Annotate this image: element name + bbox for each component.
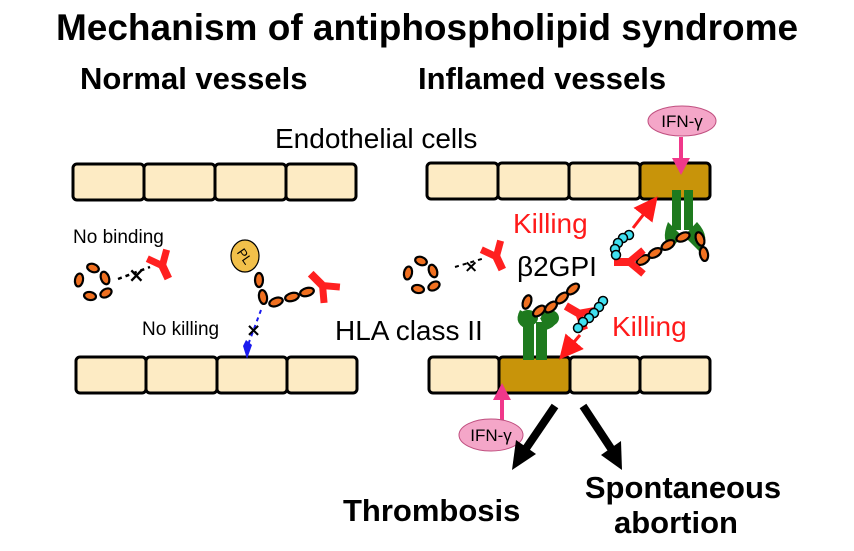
endothelial-cell bbox=[496, 161, 571, 201]
normal-bottom-vessel-wall bbox=[74, 355, 359, 395]
b2gpi-domain bbox=[257, 288, 269, 306]
no-killing-label: No killing bbox=[142, 319, 219, 340]
endothelial-cell bbox=[142, 162, 217, 202]
b2gpi-domain bbox=[86, 262, 100, 274]
blocked-killing-arrowhead bbox=[243, 340, 252, 359]
blocked-killing-line bbox=[247, 309, 262, 346]
endothelial-cell bbox=[567, 161, 642, 201]
b2gpi-domain bbox=[253, 271, 265, 289]
activated-endothelial-cell bbox=[497, 355, 572, 395]
phospholipid-bound-b2gpi: PL bbox=[230, 239, 315, 308]
circular-b2gpi-normal bbox=[73, 262, 113, 302]
antibody-normal-free bbox=[145, 248, 172, 281]
endothelial-cell bbox=[638, 355, 712, 395]
endothelial-cell bbox=[427, 355, 501, 395]
killing-arrow-top bbox=[631, 196, 658, 229]
circular-b2gpi-inflamed bbox=[402, 255, 441, 295]
abortion-label-line1: Spontaneous bbox=[585, 470, 781, 505]
figure-title: Mechanism of antiphospholipid syndrome bbox=[56, 7, 798, 48]
complement-chain-bottom bbox=[572, 295, 609, 334]
killing-label-bottom: Killing bbox=[612, 311, 687, 342]
killing-label-top: Killing bbox=[513, 208, 588, 239]
b2gpi-domain bbox=[99, 287, 113, 299]
inflamed-bottom-vessel-wall bbox=[427, 355, 712, 395]
abortion-label-line2: abortion bbox=[614, 505, 738, 540]
phospholipid-bubble bbox=[230, 239, 260, 273]
normal-vessels-heading: Normal vessels bbox=[80, 61, 307, 96]
endothelial-cell bbox=[568, 355, 642, 395]
b2gpi-inflamed-bottom bbox=[521, 282, 581, 318]
b2gpi-domain bbox=[284, 291, 300, 303]
endothelial-cell bbox=[74, 355, 148, 395]
antibody-inflamed-free bbox=[479, 239, 506, 272]
ifn-gamma-arrowhead-top bbox=[672, 158, 690, 175]
inflamed-top-vessel-wall bbox=[425, 161, 712, 201]
inflamed-vessels-heading: Inflamed vessels bbox=[418, 61, 666, 96]
b2gpi-domain bbox=[299, 286, 315, 298]
b2gpi-domain bbox=[99, 270, 111, 286]
endothelial-cells-label: Endothelial cells bbox=[275, 123, 477, 154]
abortion-arrowhead bbox=[601, 441, 622, 470]
normal-top-vessel-wall bbox=[71, 162, 358, 202]
hla-class-ii-bottom bbox=[517, 310, 559, 360]
binding-attempt-line bbox=[454, 257, 486, 268]
no-binding-label: No binding bbox=[73, 227, 164, 248]
hla-class-ii-label: HLA class II bbox=[335, 315, 483, 346]
ifn-gamma-arrowhead-bottom bbox=[493, 383, 511, 400]
blocked-mark: × bbox=[464, 257, 478, 277]
endothelial-cell bbox=[71, 162, 146, 202]
ifn-gamma-bubble-bottom bbox=[458, 418, 524, 452]
blocked-mark: × bbox=[246, 320, 261, 341]
endothelial-cell bbox=[215, 355, 289, 395]
abortion-arrow bbox=[579, 403, 616, 453]
antibody-inflamed-top bbox=[614, 247, 646, 277]
endothelial-cell bbox=[144, 355, 219, 395]
endothelial-cell bbox=[285, 355, 359, 395]
endothelial-cell bbox=[284, 162, 358, 202]
b2gpi-label: β2GPI bbox=[517, 251, 597, 282]
thrombosis-label: Thrombosis bbox=[343, 493, 520, 528]
thrombosis-arrowhead bbox=[512, 440, 536, 470]
b2gpi-domain bbox=[268, 296, 284, 308]
thrombosis-arrow bbox=[521, 403, 559, 453]
b2gpi-domain bbox=[82, 290, 98, 302]
blocked-mark: × bbox=[128, 263, 145, 287]
endothelial-cell bbox=[425, 161, 500, 201]
killing-arrow-bottom bbox=[559, 333, 584, 360]
ifn-gamma-label-bottom: IFN-γ bbox=[470, 426, 512, 445]
complement-chain-top bbox=[609, 229, 635, 261]
b2gpi-domain bbox=[73, 272, 85, 288]
endothelial-cell bbox=[213, 162, 288, 202]
phospholipid-label: PL bbox=[234, 245, 255, 267]
antibody-normal-bound bbox=[307, 270, 341, 304]
ifn-gamma-label-top: IFN-γ bbox=[661, 112, 703, 131]
binding-attempt-line bbox=[117, 265, 151, 281]
ifn-gamma-bubble-top bbox=[647, 105, 717, 137]
